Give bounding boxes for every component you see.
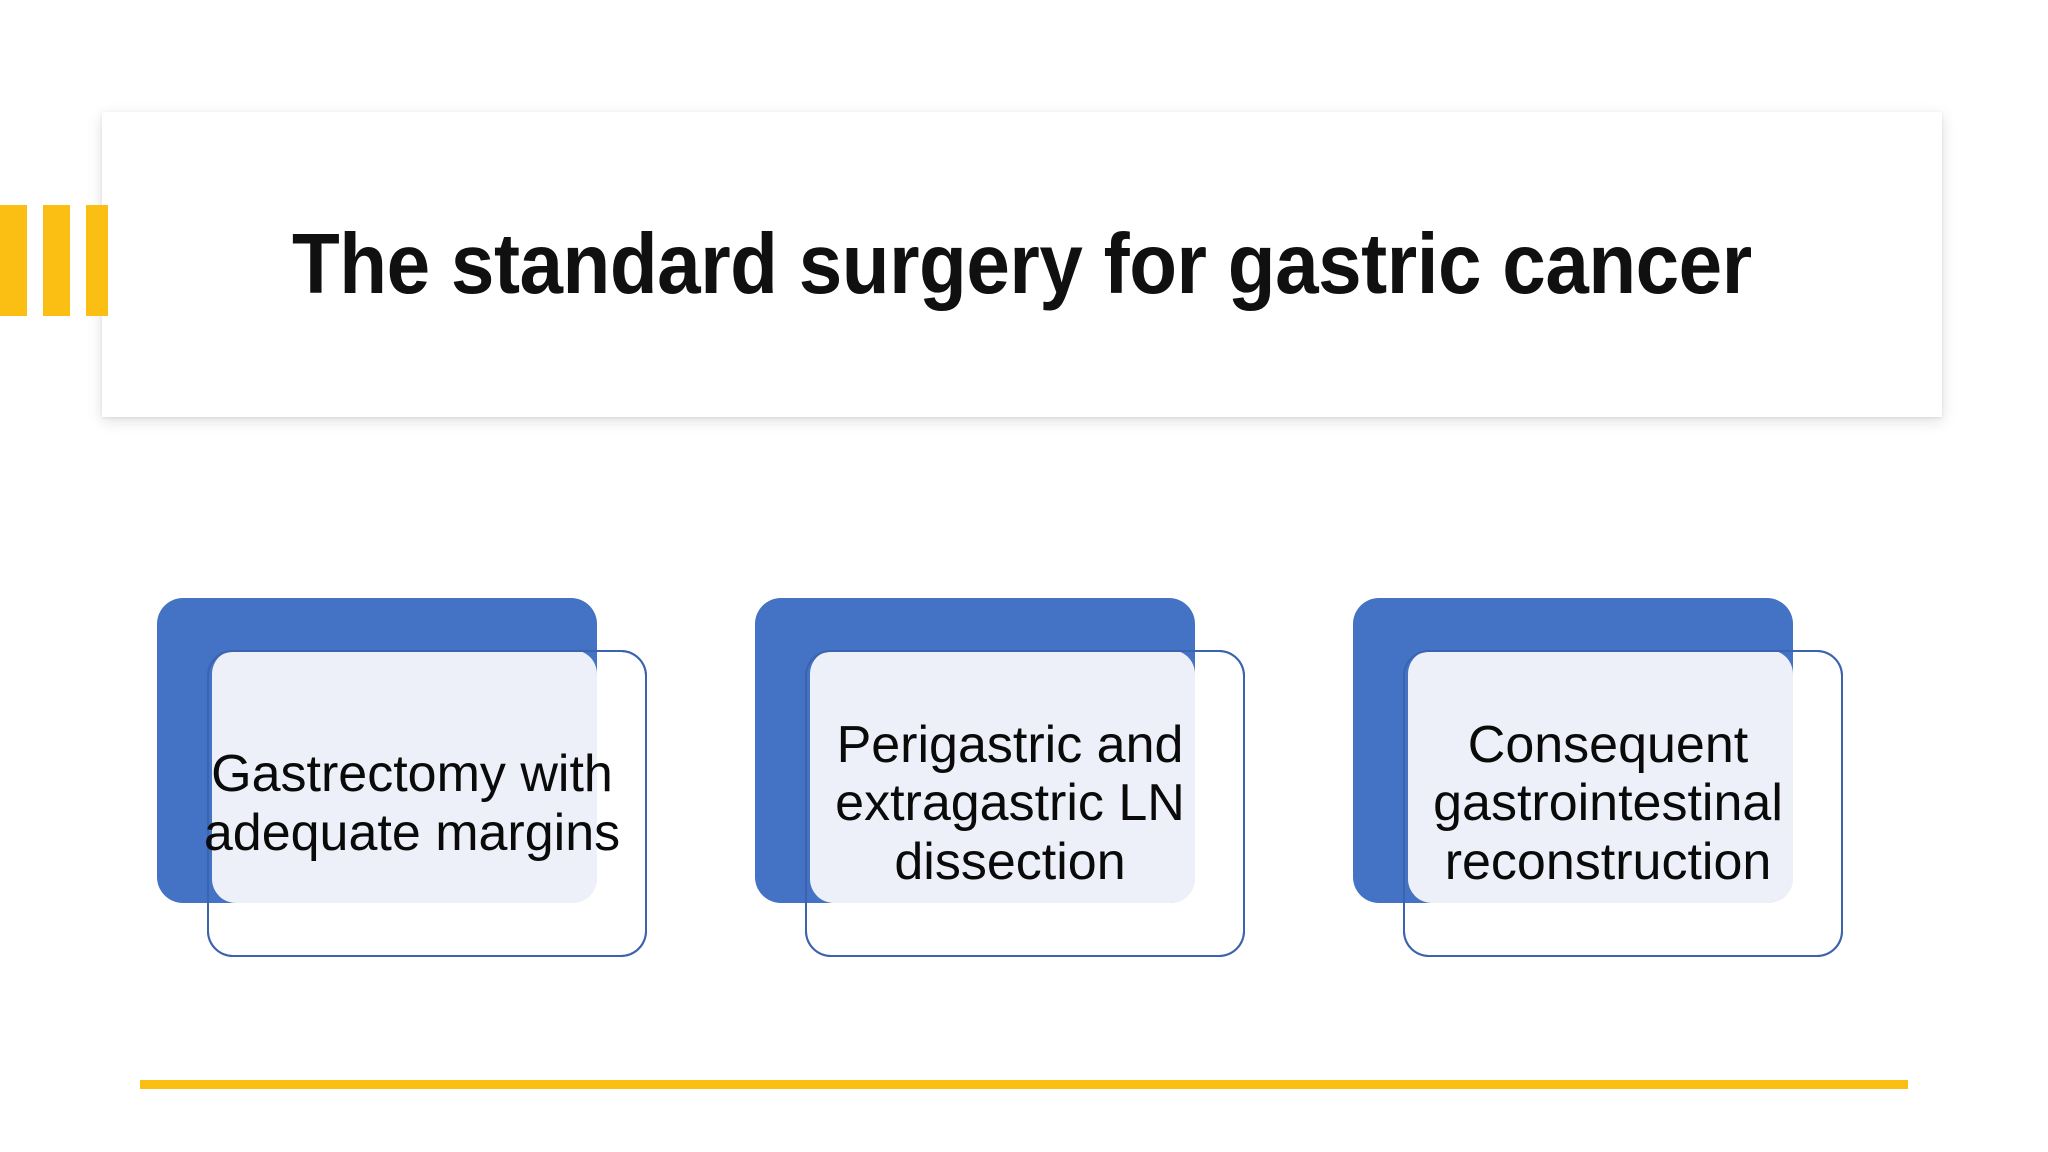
card-fill-plate bbox=[1408, 650, 1793, 903]
card-label: Consequent gastrointestinal reconstructi… bbox=[1433, 716, 1783, 891]
card-label: Perigastric and extragastric LN dissecti… bbox=[835, 716, 1185, 891]
process-card-gi-reconstruction[interactable]: Consequent gastrointestinal reconstructi… bbox=[1353, 598, 1853, 963]
accent-bars-decoration bbox=[0, 205, 112, 316]
title-banner: The standard surgery for gastric cancer bbox=[102, 112, 1942, 417]
card-front-outline bbox=[805, 650, 1245, 957]
process-card-gastrectomy-margins[interactable]: Gastrectomy with adequate margins bbox=[157, 598, 657, 963]
accent-bar-1-icon bbox=[0, 205, 27, 316]
card-front-right-edge bbox=[597, 650, 647, 905]
accent-bar-3-icon bbox=[86, 205, 108, 316]
page-title: The standard surgery for gastric cancer bbox=[292, 216, 1752, 312]
process-card-ln-dissection[interactable]: Perigastric and extragastric LN dissecti… bbox=[755, 598, 1255, 963]
accent-bar-2-icon bbox=[43, 205, 70, 316]
card-front-outline bbox=[207, 650, 647, 957]
card-front-lower-edge bbox=[805, 903, 1245, 957]
process-card-row: Gastrectomy with adequate margins Periga… bbox=[157, 598, 1897, 963]
card-fill-plate bbox=[212, 650, 597, 903]
card-fill-plate bbox=[810, 650, 1195, 903]
bottom-accent-rule bbox=[140, 1080, 1908, 1089]
card-label: Gastrectomy with adequate margins bbox=[203, 745, 621, 862]
card-front-outline bbox=[1403, 650, 1843, 957]
